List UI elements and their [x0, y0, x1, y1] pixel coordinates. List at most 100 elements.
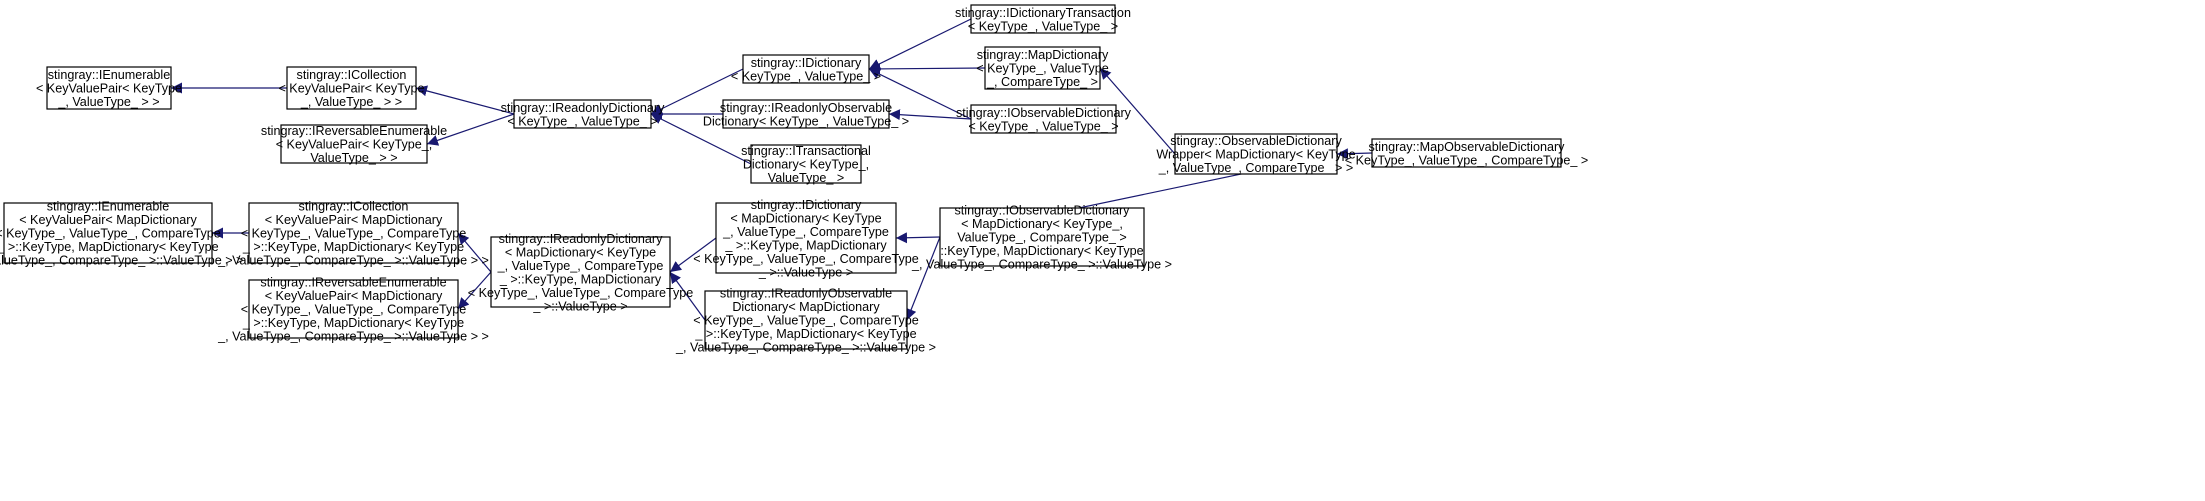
- class-node-box: [248, 202, 459, 264]
- edge-n19-to-n17: [895, 232, 941, 244]
- class-node-label-line: < KeyValuePair< KeyType: [278, 82, 424, 96]
- class-node-n1[interactable]: stingray::IEnumerable< KeyValuePair< Key…: [36, 66, 182, 110]
- class-node-label-line: < KeyType_, ValueType_, CompareType: [468, 286, 694, 300]
- class-node-label-line: _ >::KeyType, MapDictionary: [499, 272, 662, 286]
- class-node-n6[interactable]: stingray::IReadonlyObservableDictionary<…: [703, 99, 909, 129]
- class-node-label-line: stingray::IObservableDictionary: [955, 204, 1131, 218]
- class-node-label-line: < KeyType_, ValueType_, CompareType: [241, 227, 467, 241]
- class-node-box: [704, 290, 908, 350]
- class-node-label-line: _, ValueType_, CompareType_ >::ValueType…: [675, 341, 936, 355]
- class-node-n18[interactable]: stingray::IReadonlyObservableDictionary<…: [675, 287, 936, 355]
- class-node-label-line: _ >::KeyType, MapDictionary< KeyType: [694, 327, 916, 341]
- edge-n10-to-n5: [868, 68, 972, 120]
- class-node-label-line: stingray::ObservableDictionary: [1170, 134, 1342, 148]
- class-node-label-line: stingray::MapObservableDictionary: [1369, 140, 1566, 154]
- class-node-box: [46, 66, 172, 110]
- class-node-n14[interactable]: stingray::ICollection< KeyValuePair< Map…: [217, 200, 489, 268]
- class-node-n15[interactable]: stingray::IReversableEnumerable< KeyValu…: [217, 276, 489, 344]
- class-node-label-line: < KeyType_, ValueType_ >: [968, 19, 1118, 33]
- class-node-label-line: _ >::ValueType >: [532, 299, 627, 313]
- edge-n5-to-n4: [650, 68, 744, 115]
- class-node-label-line: _, ValueType_ > >: [57, 95, 159, 109]
- edge-n10-to-n6: [888, 109, 972, 121]
- class-node-label-line: _ >::KeyType, MapDictionary< KeyType: [242, 316, 464, 330]
- class-node-label-line: Dictionary< KeyType_,: [743, 158, 869, 172]
- class-node-label-line: < KeyValuePair< MapDictionary: [265, 213, 443, 227]
- class-node-label-line: < KeyType_, ValueType_ >: [731, 69, 881, 83]
- class-node-label-line: _ >::KeyType, MapDictionary< KeyType: [0, 240, 219, 254]
- class-node-label-line: stingray::IReversableEnumerable: [261, 124, 447, 138]
- edge-n19-to-n18: [905, 236, 941, 321]
- edge-n9-to-n5: [868, 63, 986, 75]
- edge-n7-to-n4: [650, 113, 752, 165]
- class-node-n3[interactable]: stingray::IReversableEnumerable< KeyValu…: [261, 124, 447, 165]
- class-node-label-line: < KeyType_, ValueType_ >: [507, 114, 657, 128]
- class-node-box: [715, 202, 897, 274]
- class-node-label-line: < KeyType_, ValueType_, CompareType_ >: [1345, 153, 1588, 167]
- class-node-label-line: _, ValueType_, CompareType_ >::ValueType…: [0, 254, 243, 268]
- class-node-label-line: < KeyValuePair< MapDictionary: [265, 289, 443, 303]
- class-node-label-line: < KeyType_, ValueType_, CompareType: [693, 314, 919, 328]
- edge-n16-to-n15: [457, 271, 492, 310]
- class-node-label-line: stingray::IReadonlyDictionary: [499, 232, 663, 246]
- class-node-label-line: _, ValueType_ > >: [300, 95, 402, 109]
- class-node-label-line: _ >::ValueType >: [758, 265, 853, 279]
- class-node-label-line: stingray::IObservableDictionary: [956, 106, 1132, 120]
- edge-n4-to-n2: [415, 85, 515, 115]
- class-node-n4[interactable]: stingray::IReadonlyDictionary< KeyType_,…: [501, 99, 665, 129]
- class-node-box: [939, 207, 1145, 267]
- class-node-label-line: _, ValueType_, CompareType: [497, 259, 664, 273]
- class-node-label-line: stingray::IDictionaryTransaction: [955, 6, 1131, 20]
- class-node-n16[interactable]: stingray::IReadonlyDictionary< MapDictio…: [468, 232, 694, 314]
- class-node-label-line: ValueType_ >: [768, 171, 844, 185]
- class-node-n17[interactable]: stingray::IDictionary< MapDictionary< Ke…: [693, 198, 919, 280]
- class-node-n19[interactable]: stingray::IObservableDictionary< MapDict…: [911, 204, 1172, 272]
- edge-n12-to-n11: [1336, 148, 1373, 160]
- class-node-box: [286, 66, 417, 110]
- class-node-box: [3, 202, 213, 264]
- class-node-n5[interactable]: stingray::IDictionary< KeyType_, ValueTy…: [731, 54, 881, 84]
- class-node-label-line: Wrapper< MapDictionary< KeyType: [1156, 148, 1355, 162]
- class-node-label-line: _, CompareType_ >: [986, 75, 1098, 89]
- class-node-label-line: _, ValueType_, CompareType_ > >: [1158, 161, 1353, 175]
- class-node-n10[interactable]: stingray::IObservableDictionary< KeyType…: [956, 104, 1132, 134]
- class-node-box: [513, 99, 652, 129]
- class-node-label-line: _, ValueType_, CompareType_ >::ValueType…: [911, 258, 1172, 272]
- class-node-label-line: stingray::IEnumerable: [48, 68, 171, 82]
- class-node-label-line: stingray::ICollection: [297, 68, 407, 82]
- edge-n18-to-n16: [669, 271, 706, 321]
- class-node-label-line: < MapDictionary< KeyType: [730, 211, 881, 225]
- class-node-n2[interactable]: stingray::ICollection< KeyValuePair< Key…: [278, 66, 425, 110]
- edge-n16-to-n14: [457, 232, 492, 273]
- class-node-label-line: stingray::IDictionary: [751, 198, 862, 212]
- class-node-label-line: stingray::ITransactional: [741, 144, 871, 158]
- class-node-label-line: < KeyValuePair< MapDictionary: [19, 213, 197, 227]
- class-node-label-line: stingray::IReversableEnumerable: [260, 276, 446, 290]
- class-node-n12[interactable]: stingray::MapObservableDictionary< KeyTy…: [1345, 138, 1588, 168]
- class-node-label-line: < KeyType_, ValueType_, CompareType: [241, 303, 467, 317]
- edge-n8-to-n5: [868, 18, 972, 70]
- edge-n17-to-n16: [669, 237, 717, 273]
- class-node-box: [722, 99, 890, 129]
- class-node-label-line: < KeyType_, ValueType_, CompareType: [0, 227, 221, 241]
- class-node-label-line: ::KeyType, MapDictionary< KeyType: [940, 244, 1143, 258]
- class-node-n13[interactable]: stingray::IEnumerable< KeyValuePair< Map…: [0, 200, 243, 268]
- class-node-label-line: stingray::MapDictionary: [977, 48, 1109, 62]
- class-node-label-line: ValueType_ > >: [310, 151, 397, 165]
- class-node-box: [248, 279, 459, 339]
- class-node-label-line: < KeyType_, ValueType: [976, 62, 1108, 76]
- class-node-box: [970, 104, 1117, 134]
- class-node-label-line: _, ValueType_, CompareType_ >::ValueType…: [217, 330, 489, 344]
- class-node-label-line: Dictionary< MapDictionary: [732, 300, 880, 314]
- class-node-n8[interactable]: stingray::IDictionaryTransaction< KeyTyp…: [955, 4, 1131, 34]
- class-node-box: [970, 4, 1116, 34]
- class-node-label-line: < KeyValuePair< KeyType_,: [276, 138, 433, 152]
- class-node-label-line: stingray::IReadonlyObservable: [720, 101, 892, 115]
- class-node-label-line: ValueType_, CompareType_ >: [957, 231, 1127, 245]
- class-node-label-line: _, ValueType_, CompareType: [722, 225, 889, 239]
- class-node-box: [984, 46, 1101, 90]
- class-node-n9[interactable]: stingray::MapDictionary< KeyType_, Value…: [976, 46, 1109, 90]
